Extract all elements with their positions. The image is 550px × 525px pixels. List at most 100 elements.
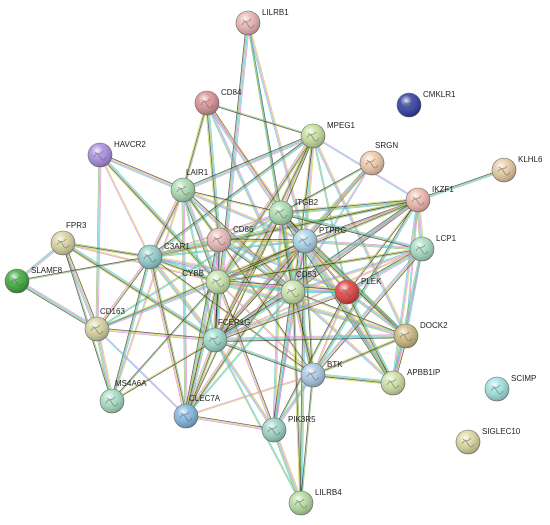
node-srgn[interactable]: SRGN bbox=[359, 141, 398, 176]
node-cd163[interactable]: CD163 bbox=[84, 307, 125, 342]
node-ms4a6a[interactable]: MS4A6A bbox=[99, 379, 147, 414]
node-label: CLEC7A bbox=[189, 394, 221, 403]
node-sheen bbox=[206, 270, 230, 294]
protein-structure-icon bbox=[56, 238, 70, 249]
protein-structure-icon bbox=[286, 287, 300, 298]
node-label: CD163 bbox=[100, 307, 125, 316]
edge-IKZF1-BTK bbox=[311, 199, 420, 376]
node-cd53[interactable]: CD53 bbox=[280, 270, 317, 305]
node-lilrb4[interactable]: LILRB4 bbox=[288, 488, 342, 516]
edge-LAIR1-ITGB2 bbox=[182, 189, 282, 214]
edge-ITGB2-PIK3R5 bbox=[272, 212, 283, 431]
protein-structure-icon bbox=[208, 335, 222, 346]
node-c3ar1[interactable]: C3AR1 bbox=[137, 242, 190, 270]
node-lair1[interactable]: LAIR1 bbox=[170, 168, 209, 203]
node-pik3r5[interactable]: PIK3R5 bbox=[261, 415, 316, 443]
node-clec7a[interactable]: CLEC7A bbox=[173, 394, 221, 429]
protein-structure-icon bbox=[402, 100, 416, 111]
protein-structure-icon bbox=[200, 98, 214, 109]
node-label: CMKLR1 bbox=[423, 90, 456, 99]
edge-HAVCR2-C3AR1 bbox=[99, 154, 151, 258]
node-scimp[interactable]: SCIMP bbox=[484, 374, 536, 402]
node-sheen bbox=[269, 201, 293, 225]
edge-BTK-CLEC7A bbox=[185, 374, 314, 417]
edge-HAVCR2-LAIR1 bbox=[99, 153, 184, 192]
edge-LAIR1-C3AR1 bbox=[148, 189, 185, 258]
node-cybb[interactable]: CYBB bbox=[182, 269, 231, 295]
node-sheen bbox=[492, 158, 516, 182]
node-lilrb1[interactable]: LILRB1 bbox=[235, 8, 289, 36]
node-sheen bbox=[138, 245, 162, 269]
protein-structure-icon bbox=[241, 18, 255, 29]
node-klhl6[interactable]: KLHL6 bbox=[491, 155, 543, 183]
node-sheen bbox=[85, 317, 109, 341]
node-label: MS4A6A bbox=[115, 379, 147, 388]
node-label: PLEK bbox=[361, 277, 382, 286]
edge-CYBB-MS4A6A bbox=[111, 281, 219, 402]
node-sheen bbox=[203, 328, 227, 352]
edge-HAVCR2-CD163 bbox=[95, 154, 102, 330]
node-sheen bbox=[289, 491, 313, 515]
node-label: CYBB bbox=[182, 269, 204, 278]
protein-structure-icon bbox=[411, 195, 425, 206]
protein-structure-icon bbox=[399, 331, 413, 342]
edge-CD84-MPEG1 bbox=[206, 102, 314, 137]
edge-LCP1-BTK bbox=[311, 247, 424, 377]
node-ikzf1[interactable]: IKZF1 bbox=[405, 185, 454, 213]
node-fcer1g[interactable]: FCER1G bbox=[202, 318, 250, 353]
edge-CD163-FCER1G bbox=[96, 327, 216, 342]
node-mpeg1[interactable]: MPEG1 bbox=[300, 121, 356, 149]
protein-structure-icon bbox=[105, 396, 119, 407]
node-label: CD53 bbox=[296, 270, 317, 279]
node-plek[interactable]: PLEK bbox=[334, 277, 382, 305]
protein-structure-icon bbox=[306, 131, 320, 142]
node-label: SIGLEC10 bbox=[482, 427, 521, 436]
protein-structure-icon bbox=[415, 244, 429, 255]
node-sheen bbox=[293, 229, 317, 253]
node-label: LILRB4 bbox=[315, 488, 342, 497]
node-sheen bbox=[410, 237, 434, 261]
protein-structure-icon bbox=[386, 378, 400, 389]
node-sheen bbox=[100, 389, 124, 413]
node-slamf8[interactable]: SLAMF8 bbox=[4, 266, 63, 294]
protein-structure-icon bbox=[294, 498, 308, 509]
edge-FCER1G-BTK bbox=[214, 338, 314, 377]
node-ptprc[interactable]: PTPRC bbox=[292, 226, 346, 254]
edge-PLEK-FCER1G bbox=[214, 290, 348, 342]
edge-C3AR1-CD163 bbox=[95, 256, 152, 330]
node-sheen bbox=[456, 430, 480, 454]
node-cmklr1[interactable]: CMKLR1 bbox=[396, 90, 456, 118]
edge-CYBB-PIK3R5 bbox=[216, 281, 276, 431]
node-cd84[interactable]: CD84 bbox=[194, 88, 242, 116]
node-label: SLAMF8 bbox=[31, 266, 63, 275]
node-sheen bbox=[5, 269, 29, 293]
edge-ITGB2-CD53 bbox=[278, 212, 296, 293]
node-label: FPR3 bbox=[66, 221, 87, 230]
edge-C3AR1-PLEK bbox=[149, 255, 348, 294]
edge-KLHL6-IKZF1 bbox=[417, 168, 505, 202]
node-cd86[interactable]: CD86 bbox=[206, 225, 254, 253]
node-apbb1ip[interactable]: APBB1IP bbox=[380, 368, 440, 396]
protein-structure-icon bbox=[176, 185, 190, 196]
node-btk[interactable]: BTK bbox=[300, 360, 343, 388]
node-sheen bbox=[88, 143, 112, 167]
node-itgb2[interactable]: ITGB2 bbox=[268, 198, 319, 226]
node-label: SCIMP bbox=[511, 374, 536, 383]
edge-CLEC7A-PIK3R5 bbox=[185, 414, 275, 432]
node-label: PTPRC bbox=[319, 226, 346, 235]
edge-ITGB2-CLEC7A bbox=[185, 212, 282, 417]
node-label: MPEG1 bbox=[327, 121, 356, 130]
edge-SRGN-ITGB2 bbox=[280, 162, 373, 214]
node-dock2[interactable]: DOCK2 bbox=[393, 321, 448, 349]
node-sheen bbox=[397, 93, 421, 117]
edge-LAIR1-MS4A6A bbox=[111, 189, 184, 402]
node-lcp1[interactable]: LCP1 bbox=[409, 234, 457, 262]
node-havcr2[interactable]: HAVCR2 bbox=[87, 140, 146, 168]
node-siglec10[interactable]: SIGLEC10 bbox=[455, 427, 521, 455]
node-fpr3[interactable]: FPR3 bbox=[50, 221, 87, 256]
edge-FCER1G-MS4A6A bbox=[111, 339, 216, 402]
node-sheen bbox=[360, 151, 384, 175]
node-label: SRGN bbox=[375, 141, 398, 150]
node-sheen bbox=[262, 418, 286, 442]
edge-IKZF1-DOCK2 bbox=[405, 199, 419, 337]
